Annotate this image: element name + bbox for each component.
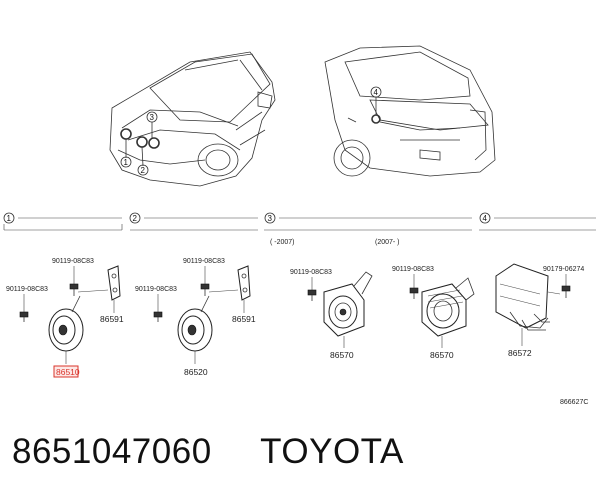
section-3-horn-b — [421, 277, 475, 348]
section-3-part-b-label: 86570 — [430, 350, 454, 360]
section-3-fastener-a-label: 90119-08C83 — [290, 269, 332, 276]
section-1-bolt-a — [69, 283, 79, 296]
section-1-fastener-b-label: 90119-08C83 — [6, 286, 48, 293]
section-3-bolt-b — [409, 287, 419, 299]
rear-callout-4-label: 4 — [374, 88, 379, 97]
section-3-bolt-a — [307, 289, 317, 301]
front-car-illustration — [109, 51, 276, 187]
section-2-bracket — [208, 265, 251, 313]
section-1-bracket — [77, 265, 121, 313]
footer-brand: TOYOTA — [260, 432, 404, 471]
front-callout-2: 2 — [137, 164, 149, 176]
section-headers: 1 2 3 4 — [3, 212, 596, 231]
section-1-horn — [48, 295, 84, 364]
section-1: 90119-08C83 90119-08C83 86591 86510 — [6, 258, 124, 378]
section-4-number: 4 — [483, 214, 488, 223]
section-2-bolt-a — [200, 283, 210, 296]
rear-callout-4: 4 — [370, 86, 382, 98]
section-3: ( -2007) (2007- ) 90119-08C83 90119-08C8… — [270, 239, 475, 360]
section-4-bolt — [561, 285, 571, 298]
section-3-number: 3 — [268, 214, 273, 223]
section-1-bolt-b — [19, 311, 29, 322]
section-1-fastener-a-label: 90119-08C83 — [52, 258, 94, 265]
section-1-bracket-label: 86591 — [100, 314, 124, 324]
front-callout-1-label: 1 — [124, 158, 129, 167]
footer: 8651047060 TOYOTA — [12, 432, 404, 472]
section-4-fastener-a-label: 90179-06274 — [543, 266, 584, 273]
front-callout-2-label: 2 — [141, 166, 146, 175]
section-3-horn-a — [323, 271, 373, 348]
section-3-part-a-label: 86570 — [330, 350, 354, 360]
section-3-range-a: ( -2007) — [270, 239, 295, 246]
front-callout-3: 3 — [146, 111, 158, 123]
section-3-fastener-b-label: 90119-08C83 — [392, 266, 434, 273]
section-2-fastener-a-label: 90119-08C83 — [183, 258, 225, 265]
section-3-range-b: (2007- ) — [375, 239, 400, 246]
footer-part-number[interactable]: 8651047060 — [12, 432, 212, 471]
section-2-bolt-b — [153, 311, 163, 322]
section-4-horn-assembly — [495, 263, 561, 346]
section-2: 90119-08C83 90119-08C83 86591 86520 — [135, 258, 256, 377]
front-callout-3-label: 3 — [150, 113, 155, 122]
section-1-horn-highlight — [53, 365, 79, 378]
section-4-part-label: 86572 — [508, 348, 532, 358]
section-2-fastener-b-label: 90119-08C83 — [135, 286, 177, 293]
drawing-id: 866627C — [560, 399, 588, 406]
section-2-number: 2 — [133, 214, 138, 223]
rear-car-illustration — [324, 45, 496, 177]
section-2-horn-label: 86520 — [184, 367, 208, 377]
section-1-horn-label[interactable]: 86510 — [56, 367, 80, 377]
section-4: 90179-06274 86572 — [495, 263, 584, 358]
front-callout-1: 1 — [120, 156, 132, 168]
section-2-horn — [177, 295, 213, 364]
section-2-bracket-label: 86591 — [232, 314, 256, 324]
section-1-number: 1 — [7, 214, 12, 223]
